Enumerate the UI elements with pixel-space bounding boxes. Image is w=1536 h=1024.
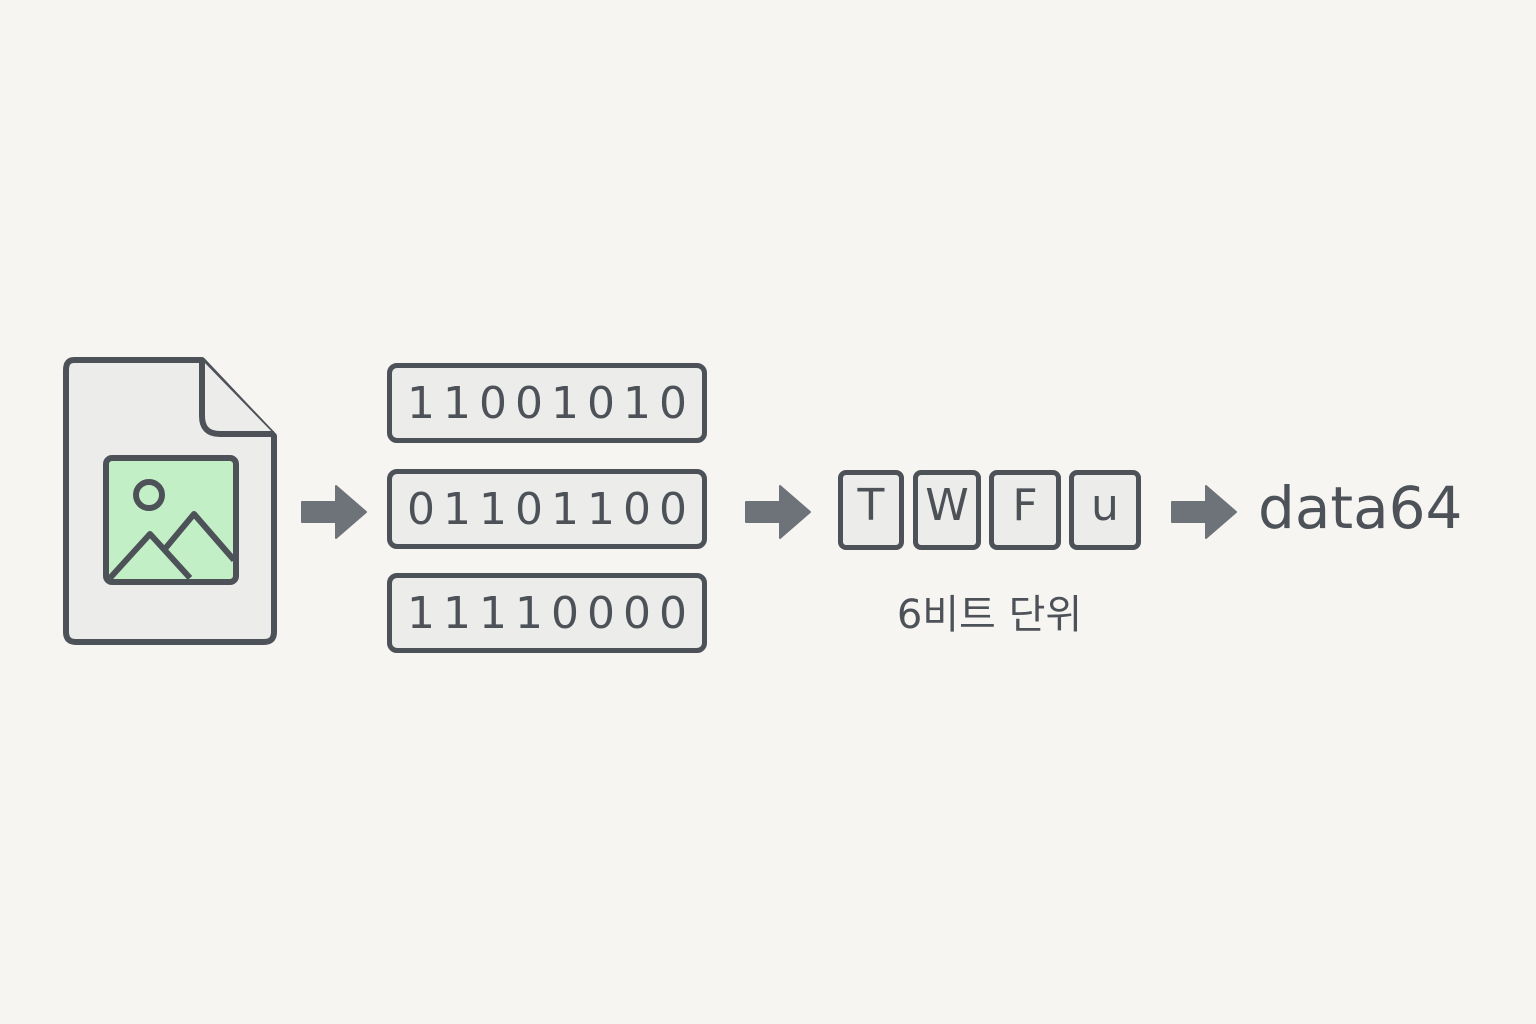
right-arrow-icon xyxy=(1168,482,1238,542)
binary-byte-box: 01101100 xyxy=(387,469,707,549)
base64-char-box: F xyxy=(989,470,1061,550)
base64-char-box: u xyxy=(1069,470,1141,550)
base64-char-box: T xyxy=(838,470,904,550)
binary-byte-box: 11001010 xyxy=(387,363,707,443)
unit-caption: 6비트 단위 xyxy=(896,592,1083,638)
right-arrow-icon xyxy=(298,482,368,542)
image-file-icon xyxy=(60,354,282,650)
binary-byte-box: 11110000 xyxy=(387,573,707,653)
right-arrow-icon xyxy=(742,482,812,542)
base64-char-box: W xyxy=(913,470,981,550)
output-label: data64 xyxy=(1258,474,1463,542)
